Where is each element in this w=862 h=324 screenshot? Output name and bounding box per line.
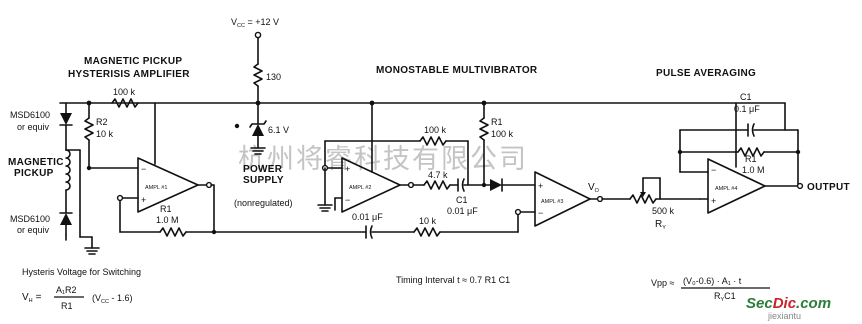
ry-label: RY	[655, 219, 666, 231]
power-label-1: POWER	[243, 164, 283, 175]
pickup-title-1: MAGNETIC PICKUP	[84, 56, 182, 67]
resistor-100k-top-label: 100 k	[113, 87, 136, 97]
resistor-r1-feedback	[159, 227, 187, 237]
avg-r1-value: 1.0 M	[742, 165, 765, 175]
svg-text:(VCC - 1.6): (VCC - 1.6)	[92, 293, 132, 305]
capacitor-c1-mono	[457, 178, 465, 192]
watermark-text: 杭州将睿科技有限公司	[238, 144, 528, 175]
svg-text:VH=: VH=	[22, 292, 42, 304]
mono-r1-name: R1	[491, 117, 503, 127]
capacitor-bottom	[365, 225, 373, 239]
power-label-2: SUPPLY	[243, 175, 284, 186]
diode-top-icon	[59, 113, 73, 126]
power-label-3: (nonregulated)	[234, 198, 293, 208]
r1-value: 1.0 M	[156, 215, 179, 225]
svg-text:−: −	[538, 208, 543, 218]
svg-text:R1: R1	[61, 301, 73, 311]
amplifier-4: − + AMPL #4	[707, 158, 766, 214]
mono-100k-label: 100 k	[424, 125, 447, 135]
svg-text:Vpp ≈: Vpp ≈	[651, 278, 675, 288]
mono-10k-label: 10 k	[419, 216, 437, 226]
r2-value: 10 k	[96, 129, 114, 139]
svg-text:(V₀-0.6) · A₁ · t: (V₀-0.6) · A₁ · t	[683, 276, 742, 286]
zener-label: 6.1 V	[268, 125, 289, 135]
resistor-mono-100k	[419, 136, 447, 146]
polarity-dot	[234, 123, 240, 129]
vpp-formula: Vpp ≈ (V₀-0.6) · A₁ · t RYC1	[651, 276, 770, 303]
r2-name: R2	[96, 117, 108, 127]
diode-bottom-label-2: or equiv	[17, 225, 50, 235]
pickup-title-2: HYSTERISIS AMPLIFIER	[68, 69, 190, 80]
svg-text:+: +	[141, 195, 146, 205]
svg-text:AMPL #3: AMPL #3	[541, 199, 563, 205]
mono-cap-label: 0.01 μF	[352, 212, 383, 222]
power-supply: VCC = +12 V 130 6.1 V POWER SUPPLY (nonr…	[231, 17, 293, 208]
mono-4k7-label: 4.7 k	[428, 170, 448, 180]
diode-mono-icon	[490, 178, 503, 192]
pot-value: 500 k	[652, 206, 675, 216]
resistor-4k7	[423, 180, 451, 190]
pickup-label-2: PICKUP	[14, 168, 54, 179]
svg-text:−: −	[711, 165, 716, 175]
ground-icon	[250, 147, 266, 155]
pickup-coil-icon	[65, 149, 71, 191]
mono-c1-value: 0.01 μF	[447, 206, 478, 216]
svg-text:AMPL #4: AMPL #4	[715, 186, 737, 192]
resistor-r2	[84, 117, 94, 141]
diode-bottom-icon	[59, 212, 73, 225]
svg-text:A₁R2: A₁R2	[56, 285, 77, 295]
svg-text:AMPL #1: AMPL #1	[145, 185, 167, 191]
svg-text:+: +	[345, 164, 350, 174]
hyst-caption: Hysteris Voltage for Switching	[22, 267, 141, 277]
svg-text:SecDic.com: SecDic.com	[746, 295, 831, 312]
mono-r1-value: 100 k	[491, 129, 514, 139]
avg-r1-name: R1	[745, 154, 757, 164]
mono-c1-name: C1	[456, 195, 468, 205]
capacitor-c1-avg	[747, 123, 755, 137]
vo-label: VO	[588, 182, 600, 194]
amplifier-2: + − AMPL #2	[341, 157, 401, 213]
site-logo: SecDic.com jiexiantu	[746, 295, 831, 321]
mono-title: MONOSTABLE MULTIVIBRATOR	[376, 65, 538, 76]
svg-text:+: +	[711, 196, 716, 206]
resistor-mono-r1	[479, 117, 489, 141]
svg-text:−: −	[345, 195, 350, 205]
svg-text:−: −	[141, 164, 146, 174]
vcc-terminal	[254, 31, 262, 39]
resistor-10k	[413, 227, 441, 237]
avg-title: PULSE AVERAGING	[656, 68, 756, 79]
vcc-label: VCC = +12 V	[231, 17, 279, 29]
svg-text:+: +	[538, 181, 543, 191]
output-label: OUTPUT	[807, 182, 850, 193]
pickup-label-1: MAGNETIC	[8, 157, 64, 168]
vh-formula: VH= A₁R2 R1 (VCC - 1.6)	[22, 285, 132, 311]
diode-bottom-label-1: MSD6100	[10, 214, 50, 224]
resistor-100k-top	[111, 98, 139, 108]
diode-top-label-1: MSD6100	[10, 110, 50, 120]
resistor-130-label: 130	[266, 72, 281, 82]
resistor-r1-avg	[737, 147, 765, 157]
svg-text:RYC1: RYC1	[714, 291, 736, 303]
ground-icon-3	[317, 204, 333, 212]
svg-text:AMPL #2: AMPL #2	[349, 185, 371, 191]
resistor-130	[253, 63, 263, 87]
zener-diode-icon	[249, 120, 267, 136]
timing-formula: Timing Interval t ≈ 0.7 R1 C1	[396, 275, 510, 285]
amplifier-1: − + AMPL #1	[137, 157, 199, 213]
diode-top-label-2: or equiv	[17, 122, 50, 132]
ground-icon-2	[84, 247, 100, 255]
svg-text:jiexiantu: jiexiantu	[767, 311, 801, 321]
r1-name: R1	[160, 204, 172, 214]
amplifier-3: + − AMPL #3	[534, 171, 591, 227]
avg-c1-name: C1	[740, 92, 752, 102]
avg-c1-value: 0.1 μF	[734, 104, 760, 114]
potentiometer-ry	[629, 194, 657, 204]
